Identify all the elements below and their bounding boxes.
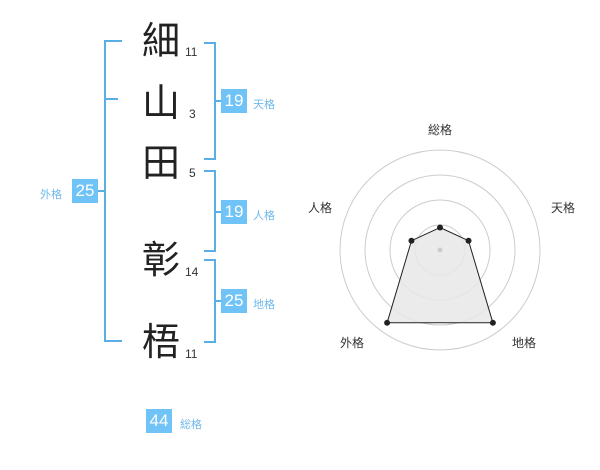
soukaku-label: 総格 bbox=[180, 418, 202, 431]
stroke-count-4: 14 bbox=[185, 265, 199, 279]
radar-center-dot bbox=[437, 247, 443, 253]
tenkaku-label: 天格 bbox=[253, 98, 275, 111]
gaikaku-score: 25 bbox=[72, 179, 98, 203]
jinkaku-label: 人格 bbox=[253, 209, 275, 222]
radar-point bbox=[489, 319, 496, 326]
jinkaku-connector bbox=[214, 211, 221, 213]
radar-polygon bbox=[386, 226, 494, 324]
gaikaku-label: 外格 bbox=[40, 188, 62, 201]
radar-label-bottom-left: 外格 bbox=[340, 335, 364, 350]
tenkaku-score: 19 bbox=[221, 89, 247, 113]
gaikaku-bracket-tick bbox=[104, 98, 118, 100]
radar-ring bbox=[339, 149, 541, 351]
radar-ring bbox=[364, 174, 516, 326]
chikaku-connector bbox=[214, 300, 221, 302]
radar-point bbox=[437, 224, 443, 231]
stroke-count-2: 3 bbox=[189, 107, 196, 121]
name-char-5: 梧 bbox=[141, 320, 180, 364]
radar-point bbox=[465, 237, 472, 244]
jinkaku-score: 19 bbox=[221, 200, 247, 224]
soukaku-score: 44 bbox=[146, 409, 172, 433]
radar-label-top: 総格 bbox=[428, 122, 452, 137]
stroke-count-5: 11 bbox=[185, 347, 198, 361]
chikaku-label: 地格 bbox=[253, 298, 275, 311]
stroke-count-3: 5 bbox=[189, 166, 196, 180]
radar-label-right: 天格 bbox=[551, 200, 575, 215]
chikaku-score: 25 bbox=[221, 289, 247, 313]
name-char-3: 田 bbox=[141, 141, 180, 185]
gaikaku-bracket bbox=[104, 40, 122, 342]
name-char-4: 彰 bbox=[141, 238, 180, 282]
tenkaku-connector bbox=[214, 100, 221, 102]
radar-label-left: 人格 bbox=[308, 200, 332, 215]
radar-label-bottom-right: 地格 bbox=[512, 335, 536, 350]
name-char-2: 山 bbox=[141, 81, 180, 125]
name-char-1: 細 bbox=[141, 19, 180, 63]
gaikaku-connector bbox=[98, 190, 105, 192]
stroke-count-1: 11 bbox=[185, 45, 198, 59]
radar-point bbox=[408, 237, 415, 244]
radar-point bbox=[384, 319, 391, 326]
